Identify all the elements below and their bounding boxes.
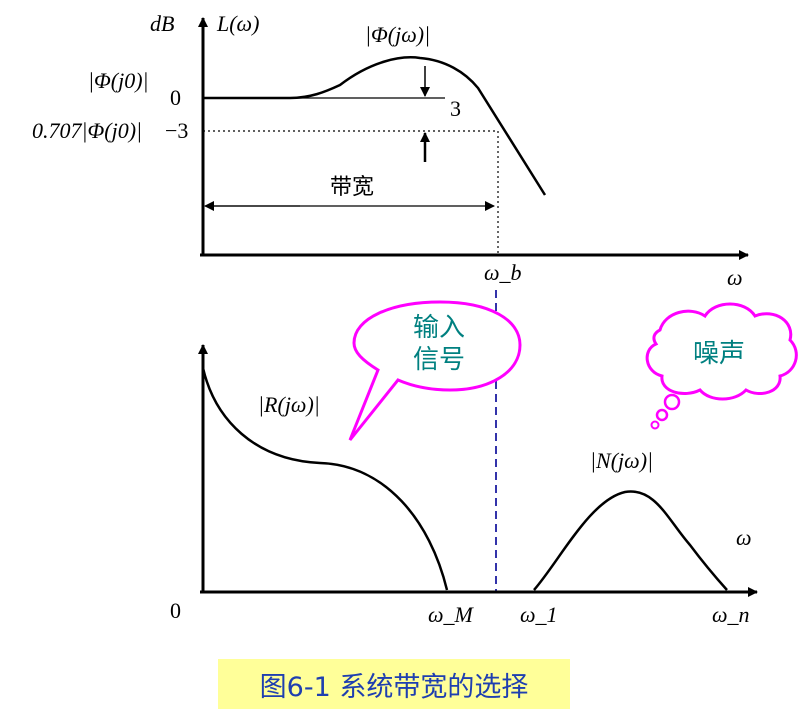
thought-cloud [645,302,798,401]
noise-callout: 噪声 [645,302,798,430]
top-plot: dB L(ω) |Φ(jω)| |Φ(j0)| 0 0.707|Φ(j0)| −… [32,11,749,290]
noise-label: |N(jω)| [590,448,653,473]
callout-noise: 噪声 [693,339,745,369]
omega-n-label: ω_n [712,602,750,627]
l-omega-label: L(ω) [216,11,259,36]
signal-label: |R(jω)| [258,392,320,417]
minus3-tick: −3 [165,118,188,143]
omega-m-label: ω_M [428,602,475,627]
top-omega-axis-label: ω [727,265,743,290]
figure-caption: 图6-1 系统带宽的选择 [218,659,570,709]
noise-spectrum-curve [533,490,728,591]
db-unit-label: dB [150,11,174,36]
thought-bubble-3 [650,420,660,430]
zero-db-tick: 0 [170,85,181,110]
bottom-omega-axis-label: ω [736,525,752,550]
omega-b-label: ω_b [484,260,522,285]
thought-bubble-1 [663,393,681,411]
speech-bubble [348,300,522,441]
phi-0707-label: 0.707|Φ(j0)| [32,118,142,143]
bottom-plot: 0 |R(jω)| |N(jω)| ω ω_M ω_1 ω_n [170,344,758,627]
phi-jw-label: |Φ(jω)| [365,22,430,47]
gap-value: 3 [450,96,461,121]
bandwidth-label: 带宽 [330,175,374,200]
input-signal-callout: 输入 信号 [348,300,522,441]
phi-j0-label: |Φ(j0)| [88,68,149,93]
thought-bubble-2 [655,408,669,422]
omega-1-label: ω_1 [520,602,558,627]
callout-input-line1: 输入 [413,313,465,343]
magnitude-curve [203,56,547,196]
origin-label: 0 [170,598,181,623]
callout-input-line2: 信号 [413,345,465,375]
signal-spectrum-curve [201,367,449,591]
